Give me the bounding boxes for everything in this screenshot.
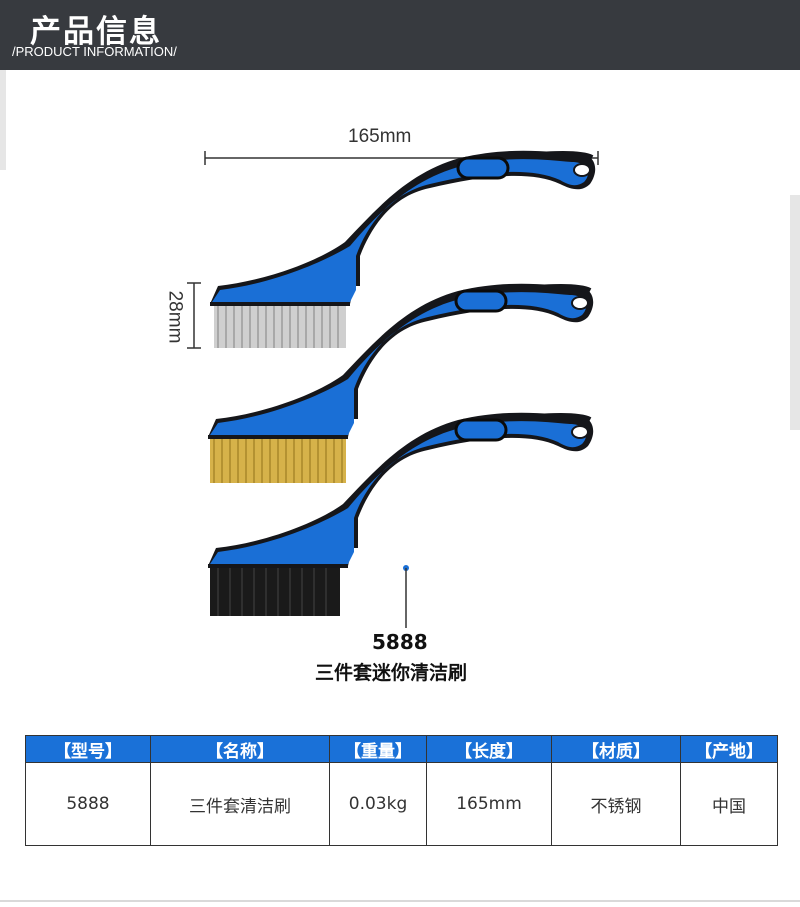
model-number: 5888 bbox=[372, 630, 428, 654]
product-illustration: 165mm 28mm 5888 三件套迷你清洁刷 bbox=[0, 70, 800, 710]
nylon-brush bbox=[208, 413, 593, 616]
cell-name: 三件套清洁刷 bbox=[150, 762, 330, 846]
steel-bristles bbox=[214, 306, 346, 348]
width-label: 165mm bbox=[348, 126, 412, 147]
header-origin: 【产地】 bbox=[680, 735, 778, 763]
height-label: 28mm bbox=[164, 290, 186, 344]
cell-length: 165mm bbox=[426, 762, 552, 846]
brush-set-image bbox=[187, 70, 599, 628]
table-row: 5888 三件套清洁刷 0.03kg 165mm 不锈钢 中国 bbox=[25, 762, 778, 846]
right-edge-decoration bbox=[790, 195, 800, 430]
section-header: 产品信息 /PRODUCT INFORMATION/ bbox=[0, 0, 800, 70]
cell-material: 不锈钢 bbox=[551, 762, 681, 846]
header-weight: 【重量】 bbox=[329, 735, 427, 763]
cell-origin: 中国 bbox=[680, 762, 778, 846]
product-name: 三件套迷你清洁刷 bbox=[315, 662, 468, 684]
header-material: 【材质】 bbox=[551, 735, 681, 763]
brass-wire-brush bbox=[208, 284, 593, 483]
cell-model: 5888 bbox=[25, 762, 151, 846]
nylon-bristles bbox=[210, 568, 340, 616]
header-name: 【名称】 bbox=[150, 735, 330, 763]
header-length: 【长度】 bbox=[426, 735, 552, 763]
steel-wire-brush bbox=[210, 151, 595, 348]
spec-table: 【型号】 【名称】 【重量】 【长度】 【材质】 【产地】 5888 三件套清洁… bbox=[25, 735, 778, 846]
section-subtitle: /PRODUCT INFORMATION/ bbox=[12, 44, 177, 59]
section-title: 产品信息 bbox=[30, 14, 162, 50]
spec-table-header: 【型号】 【名称】 【重量】 【长度】 【材质】 【产地】 bbox=[25, 735, 778, 763]
left-edge-decoration bbox=[0, 70, 6, 170]
bottom-divider bbox=[0, 900, 800, 902]
cell-weight: 0.03kg bbox=[329, 762, 427, 846]
brass-bristles bbox=[210, 439, 346, 483]
header-model: 【型号】 bbox=[25, 735, 151, 763]
